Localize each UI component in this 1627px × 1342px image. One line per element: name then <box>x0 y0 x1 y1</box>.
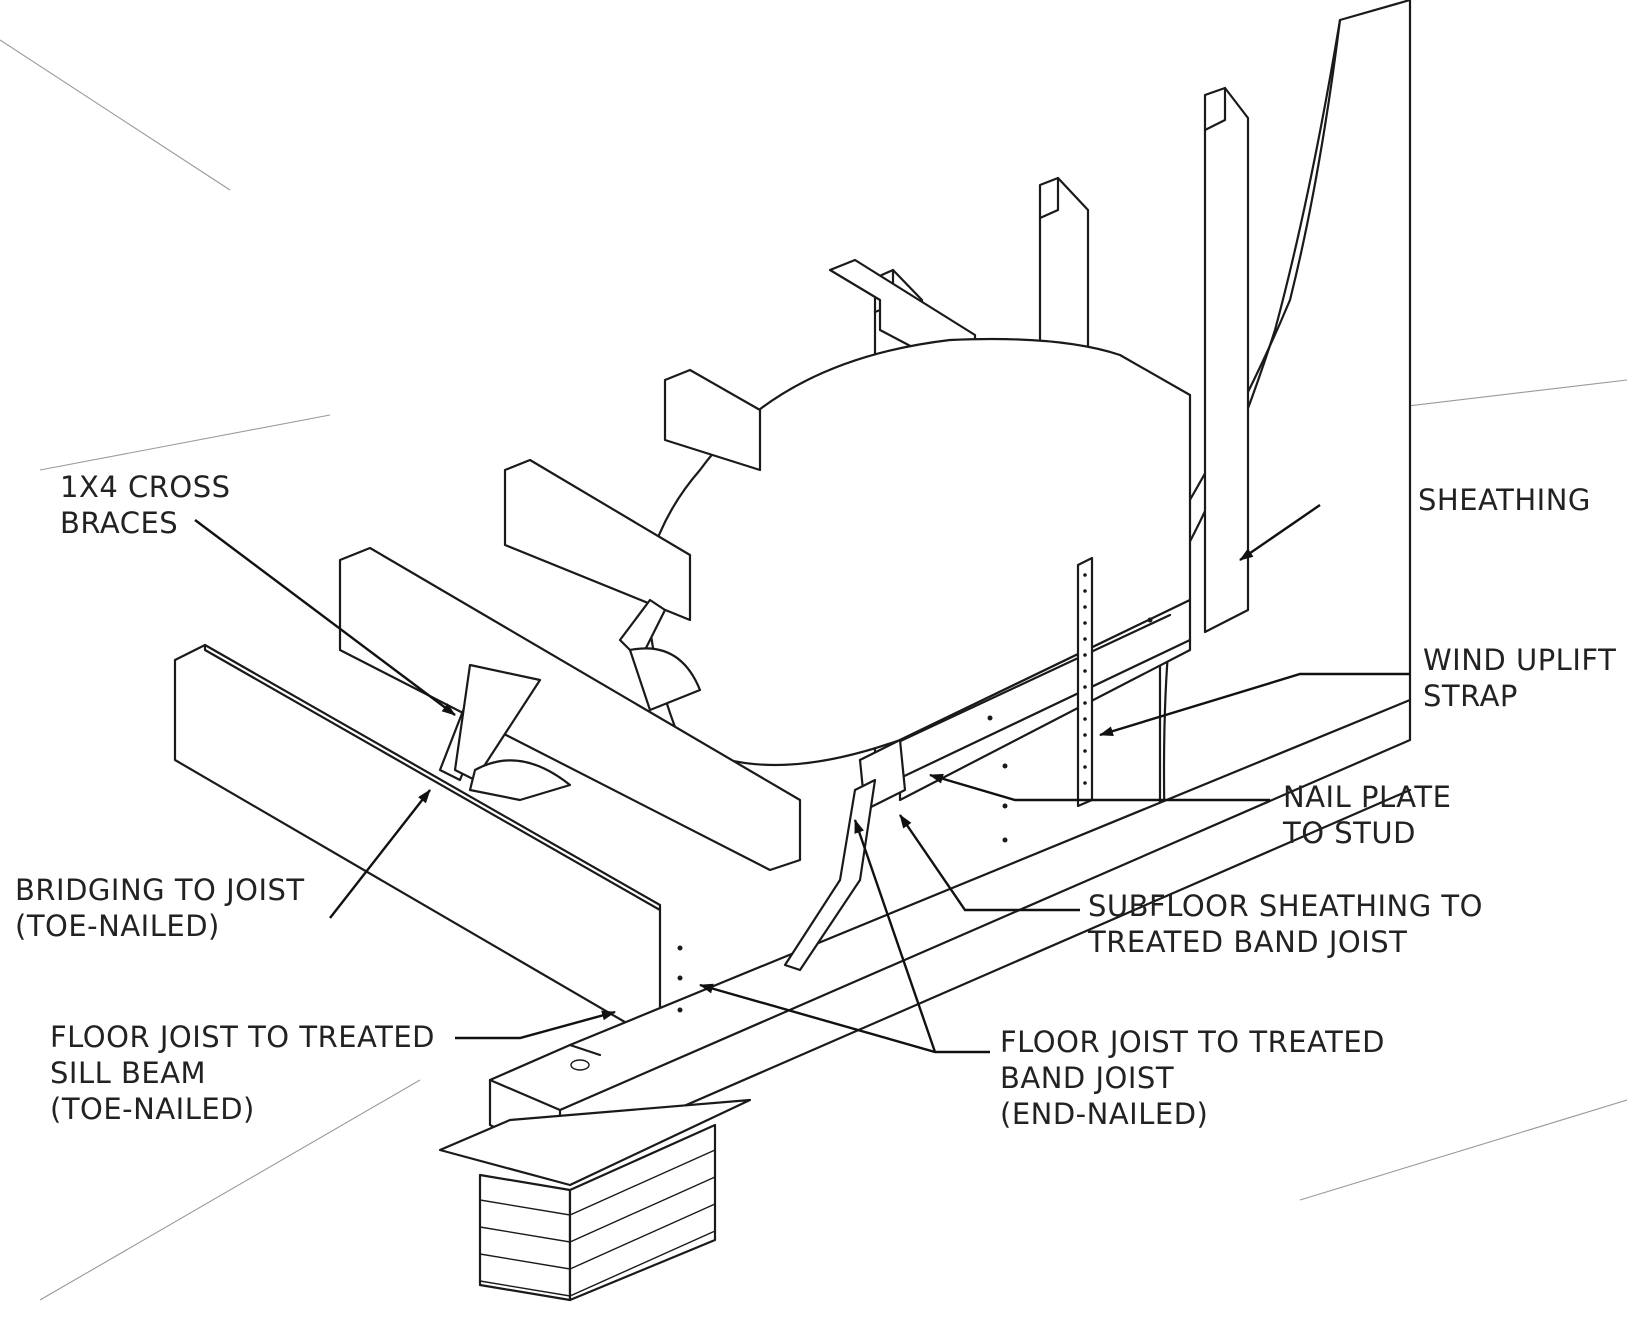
svg-text:BRACES: BRACES <box>60 506 178 540</box>
strap-nail <box>1083 733 1087 737</box>
label-floor-joist-sill: FLOOR JOIST TO TREATED SILL BEAM (TOE-NA… <box>50 1020 435 1126</box>
nail-plate <box>783 778 877 972</box>
wind-uplift-strap <box>1076 556 1094 808</box>
svg-text:BRIDGING TO JOIST: BRIDGING TO JOIST <box>15 873 305 907</box>
label-sheathing: SHEATHING <box>1418 483 1591 517</box>
band-joist-nails <box>677 617 1153 1013</box>
label-subfloor-sheathing: SUBFLOOR SHEATHING TO TREATED BAND JOIST <box>1087 889 1483 959</box>
cross-braces <box>438 598 702 802</box>
svg-text:TO STUD: TO STUD <box>1282 816 1416 850</box>
sheathing-panel <box>1158 0 1412 842</box>
svg-text:FLOOR JOIST TO TREATED: FLOOR JOIST TO TREATED <box>1000 1025 1385 1059</box>
strap-nail <box>1083 573 1087 577</box>
strap-nail <box>1083 765 1087 769</box>
floor-joists <box>173 368 802 1027</box>
strap-nail <box>1083 717 1087 721</box>
svg-text:BAND JOIST: BAND JOIST <box>1000 1061 1174 1095</box>
svg-text:WIND UPLIFT: WIND UPLIFT <box>1423 643 1616 677</box>
label-bridging-to-joist: BRIDGING TO JOIST (TOE-NAILED) <box>15 873 305 943</box>
svg-text:1X4 CROSS: 1X4 CROSS <box>60 470 231 504</box>
svg-text:(END-NAILED): (END-NAILED) <box>1000 1097 1208 1131</box>
label-cross-braces: 1X4 CROSS BRACES <box>60 470 231 540</box>
strap-nail <box>1083 669 1087 673</box>
brick-course <box>479 1230 716 1297</box>
strap-nail <box>1083 653 1087 657</box>
strap-nail <box>1083 589 1087 593</box>
svg-text:(TOE-NAILED): (TOE-NAILED) <box>15 909 220 943</box>
strap-nail <box>1083 781 1087 785</box>
label-floor-joist-band: FLOOR JOIST TO TREATED BAND JOIST (END-N… <box>1000 1025 1385 1131</box>
strap-nail <box>1083 605 1087 609</box>
svg-text:TREATED BAND JOIST: TREATED BAND JOIST <box>1087 925 1407 959</box>
brick-course <box>479 1176 716 1243</box>
brick-pier <box>438 1098 752 1302</box>
strap-nail <box>1083 685 1087 689</box>
strap-nail <box>1083 701 1087 705</box>
strap-nail <box>1083 621 1087 625</box>
svg-text:SUBFLOOR SHEATHING TO: SUBFLOOR SHEATHING TO <box>1088 889 1483 923</box>
leader-lines <box>194 504 1410 1054</box>
svg-text:STRAP: STRAP <box>1423 679 1518 713</box>
strap-nail <box>1083 749 1087 753</box>
svg-text:FLOOR JOIST TO TREATED: FLOOR JOIST TO TREATED <box>50 1020 435 1054</box>
svg-text:NAIL PLATE: NAIL PLATE <box>1283 780 1451 814</box>
strap-nail <box>1083 637 1087 641</box>
svg-text:(TOE-NAILED): (TOE-NAILED) <box>50 1092 255 1126</box>
brick-course <box>479 1203 716 1270</box>
label-wind-uplift-strap: WIND UPLIFT STRAP <box>1423 643 1616 713</box>
svg-text:SILL BEAM: SILL BEAM <box>50 1056 206 1090</box>
brick-course <box>479 1149 716 1216</box>
label-nail-plate-to-stud: NAIL PLATE TO STUD <box>1282 780 1451 850</box>
svg-text:SHEATHING: SHEATHING <box>1418 483 1591 517</box>
